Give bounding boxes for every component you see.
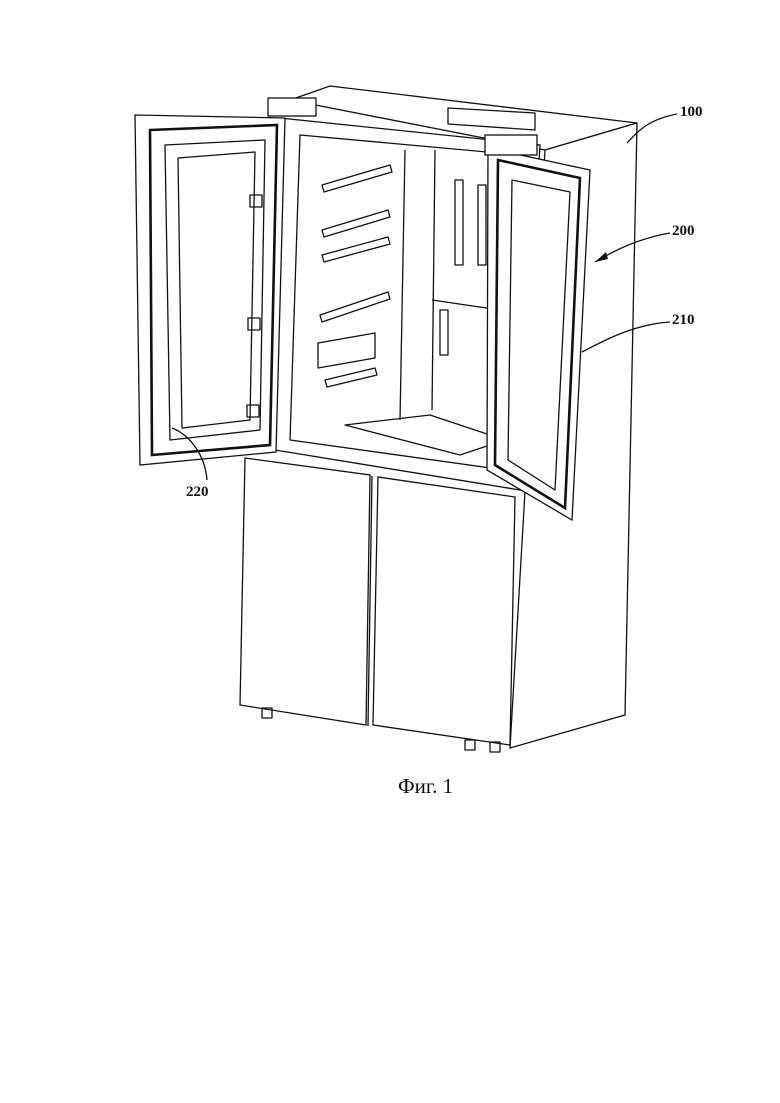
right-door (485, 135, 590, 520)
lower-drawers (240, 458, 515, 752)
label-100: 100 (680, 104, 703, 121)
figure-caption: Фиг. 1 (398, 774, 453, 799)
label-220: 220 (186, 484, 209, 501)
label-210: 210 (672, 312, 695, 329)
label-200: 200 (672, 223, 695, 240)
